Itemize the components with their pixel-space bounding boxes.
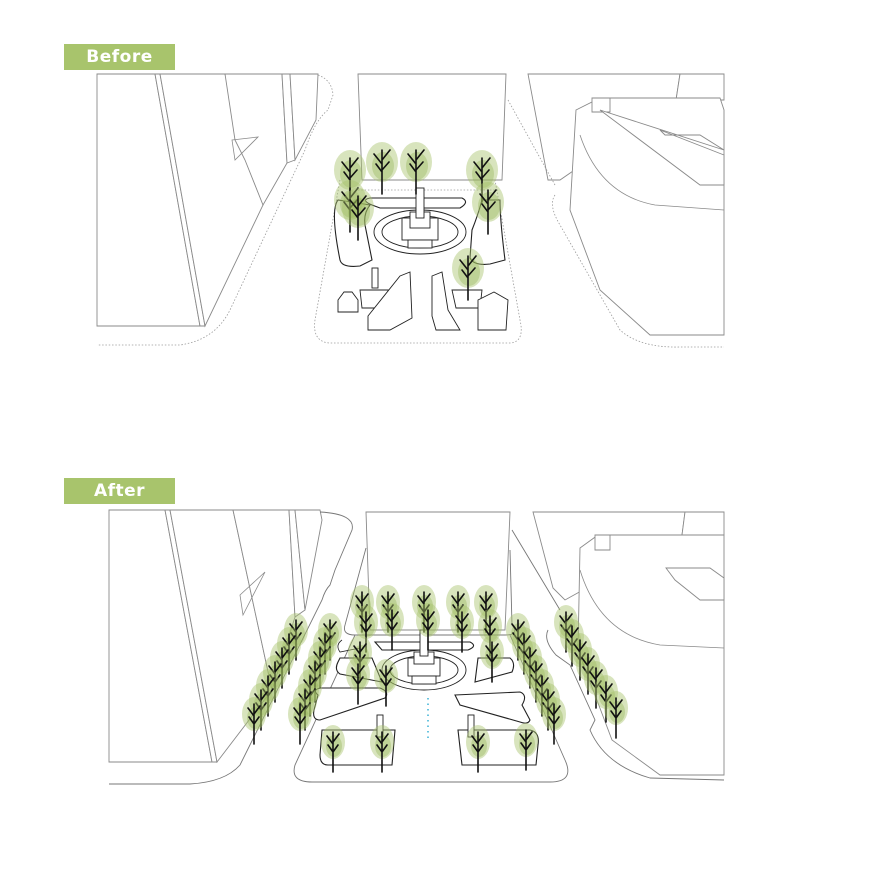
after-label: After <box>64 478 175 504</box>
left-building <box>96 73 334 346</box>
after-diagram <box>108 509 725 785</box>
monument <box>364 187 467 255</box>
monument <box>376 629 475 738</box>
before-diagram <box>96 73 725 348</box>
right-building <box>511 511 725 781</box>
plaza-boundary <box>314 179 522 344</box>
kiosks <box>337 267 509 331</box>
right-building <box>507 73 725 348</box>
plaza-boundary <box>293 634 569 783</box>
before-label: Before <box>64 44 175 70</box>
